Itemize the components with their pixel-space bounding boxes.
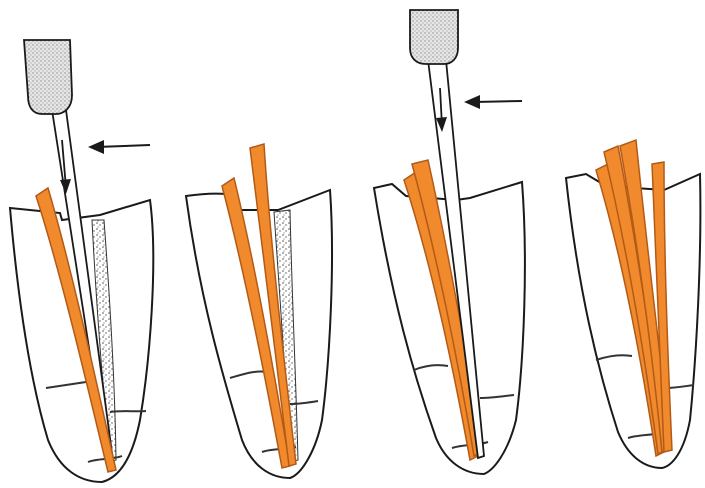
spreader-handle — [24, 40, 72, 114]
left-arrow-icon — [464, 95, 480, 109]
fracture-line — [110, 411, 146, 412]
pressure-arrow-shaft — [96, 145, 150, 147]
panel-2 — [186, 144, 332, 478]
panel-4 — [566, 140, 700, 468]
panel-3 — [374, 10, 525, 474]
spreader-handle — [410, 10, 458, 64]
left-arrow-icon — [88, 140, 104, 154]
pressure-arrow-shaft — [474, 101, 522, 102]
panel-1 — [10, 40, 153, 482]
